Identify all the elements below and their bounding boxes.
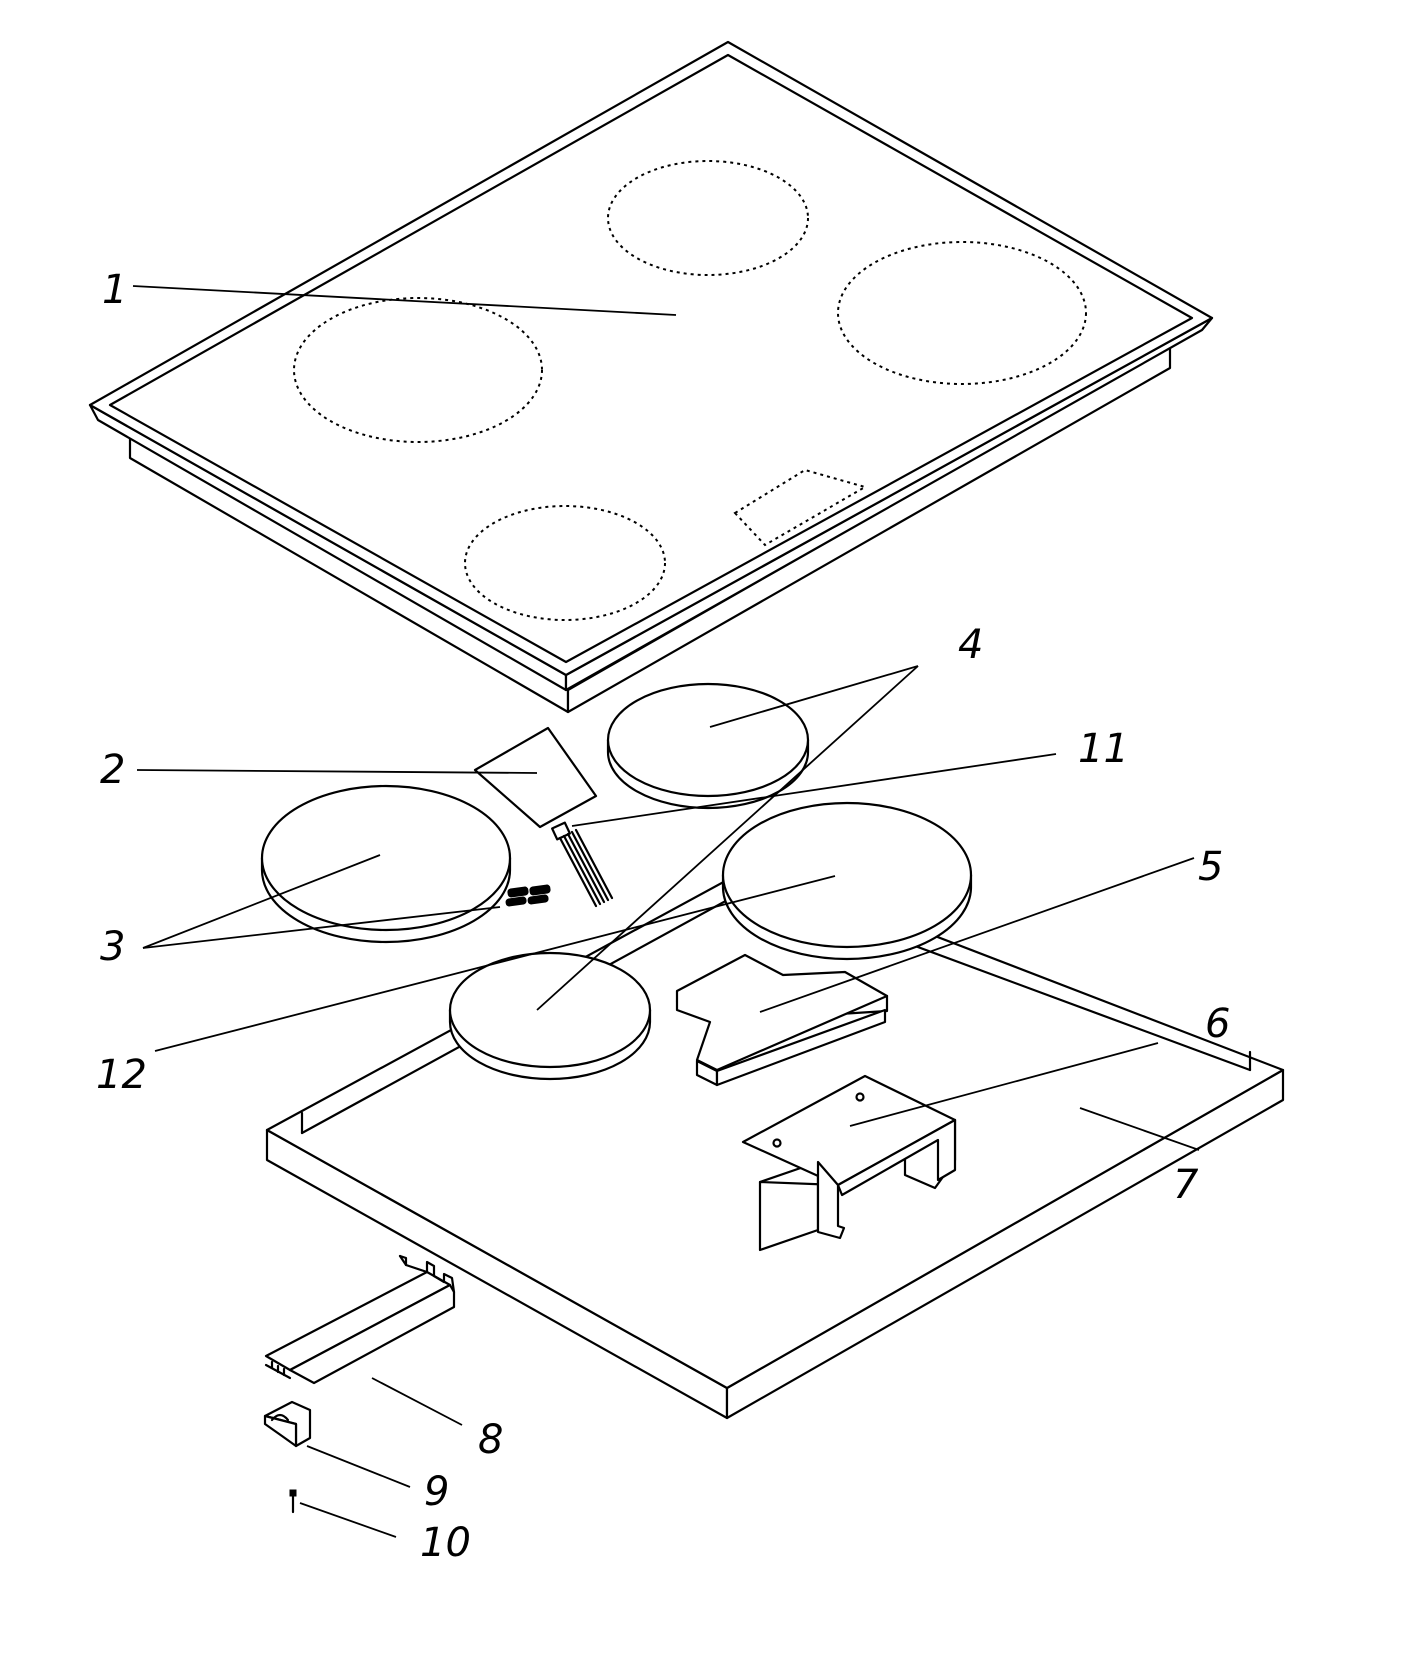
wire-connector (551, 821, 614, 908)
heating-element-rear-small (606, 682, 810, 810)
callout-5: 5 (1198, 844, 1223, 890)
cooking-zone-front-large (293, 297, 543, 443)
cooking-zone-markings (293, 160, 1087, 621)
cooking-zone-rear-small (607, 160, 809, 276)
heating-element-left-large (260, 784, 512, 944)
callout-1: 1 (102, 267, 127, 313)
leader-10 (299, 1502, 397, 1538)
cooking-zone-front-small (464, 505, 666, 621)
callout-2: 2 (100, 747, 125, 793)
callout-12: 12 (96, 1052, 147, 1098)
callout-6: 6 (1205, 1001, 1230, 1047)
control-panel-marking (733, 468, 868, 547)
leader-4a (709, 665, 919, 728)
leader-3b (142, 906, 501, 949)
leader-8 (371, 1377, 463, 1426)
leader-11 (571, 753, 1057, 827)
cooktop-glass-top (88, 40, 1214, 714)
heating-element-front-small (448, 951, 652, 1081)
leader-9 (306, 1445, 411, 1488)
callout-9: 9 (424, 1469, 449, 1515)
leader-1 (132, 285, 677, 316)
leader-7 (1079, 1107, 1200, 1151)
control-module (675, 953, 889, 1087)
callout-8: 8 (478, 1417, 503, 1463)
sensor-plate (473, 726, 598, 829)
leader-lines (132, 285, 1200, 1538)
callout-3: 3 (100, 924, 125, 970)
leader-5 (759, 857, 1195, 1013)
leader-3a (142, 854, 381, 949)
callout-11: 11 (1078, 726, 1129, 772)
cooking-zone-rear-large (837, 241, 1087, 385)
callout-10: 10 (420, 1520, 471, 1566)
screw (289, 1489, 297, 1514)
clamp (263, 1400, 312, 1448)
leader-12 (154, 875, 836, 1052)
callout-4: 4 (958, 622, 983, 668)
mounting-bracket (741, 1074, 957, 1252)
leader-6 (849, 1042, 1159, 1127)
leader-2 (136, 769, 538, 774)
callout-labels: 1 2 3 4 5 6 7 8 9 10 11 12 (96, 267, 1230, 1566)
cover-strip (264, 1254, 456, 1385)
fixing-clips (505, 884, 551, 907)
callout-7: 7 (1173, 1162, 1199, 1208)
leader-4b (536, 665, 919, 1011)
heating-element-right-large (721, 801, 973, 961)
